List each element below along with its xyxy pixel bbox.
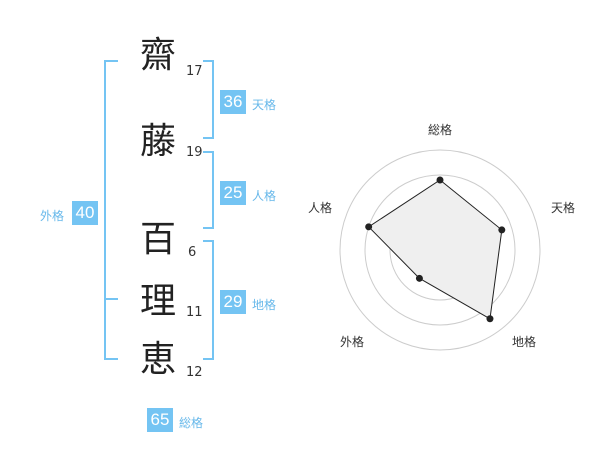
stroke-count-1: 17 xyxy=(186,64,203,79)
radar-point-jinkaku xyxy=(365,223,373,231)
radar-chart: 総格 天格 地格 外格 人格 xyxy=(308,122,575,351)
name-char-2: 藤 xyxy=(140,121,177,162)
radar-label-tenkaku: 天格 xyxy=(551,200,575,215)
name-char-1: 齋 xyxy=(140,35,177,76)
radar-label-chikaku: 地格 xyxy=(512,334,536,349)
soukaku-label: 総格 xyxy=(179,416,204,430)
name-char-4: 理 xyxy=(140,281,177,322)
radar-label-gaikaku: 外格 xyxy=(340,334,364,349)
stroke-count-2: 19 xyxy=(186,145,203,160)
gaikaku-label: 外格 xyxy=(40,209,65,223)
radar-ring xyxy=(364,174,516,326)
jinkaku-label: 人格 xyxy=(252,189,277,203)
gaikaku-badge: 40 xyxy=(72,201,98,225)
radar-polygon xyxy=(367,179,503,320)
stroke-count-3: 6 xyxy=(188,245,197,260)
name-char-5: 恵 xyxy=(140,339,177,380)
radar-label-jinkaku: 人格 xyxy=(308,200,332,215)
tenkaku-label: 天格 xyxy=(252,98,277,112)
name-char-3: 百 xyxy=(140,219,177,260)
chikaku-badge: 29 xyxy=(220,290,246,314)
radar-points xyxy=(365,176,506,323)
chikaku-label: 地格 xyxy=(252,298,277,312)
soukaku-badge: 65 xyxy=(147,408,173,432)
radar-fill xyxy=(368,180,502,319)
stroke-count-5: 12 xyxy=(186,365,203,380)
jinkaku-badge: 25 xyxy=(220,181,246,205)
radar-point-gaikaku xyxy=(415,274,423,282)
radar-point-chikaku xyxy=(486,315,494,323)
tenkaku-badge: 36 xyxy=(220,90,246,114)
radar-label-soukaku: 総格 xyxy=(428,122,452,137)
radar-point-soukaku xyxy=(436,176,444,184)
stroke-count-4: 11 xyxy=(186,305,203,320)
radar-point-tenkaku xyxy=(498,226,506,234)
